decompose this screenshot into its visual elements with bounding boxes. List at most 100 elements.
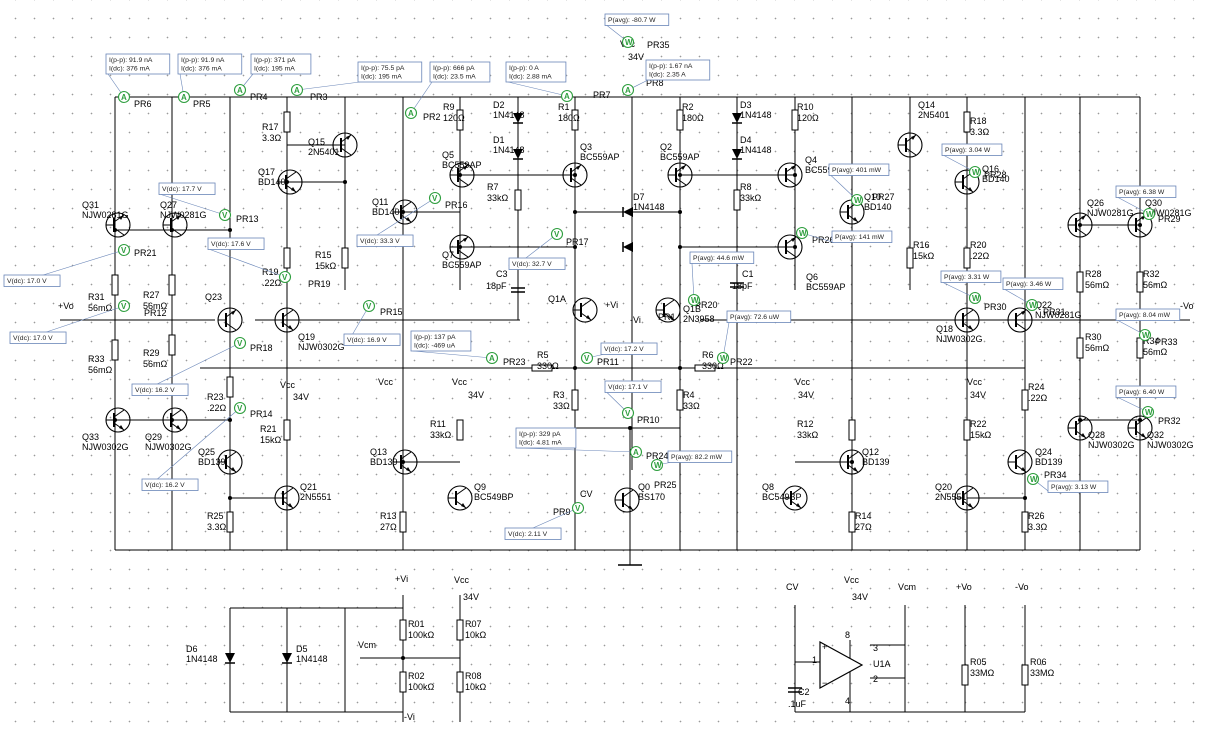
transistor-q31[interactable] [105,212,131,238]
transistor-q14[interactable] [897,132,923,158]
resistor-r32[interactable] [1136,271,1144,293]
resistor-r19[interactable] [283,247,291,269]
resistor-r13[interactable] [399,511,407,533]
resistor-r25[interactable] [226,511,234,533]
resistor-r22[interactable] [963,419,971,441]
probe-readout[interactable]: P(avg): 72.6 uWW [716,310,792,365]
resistor-r12[interactable] [848,419,856,441]
resistor-r02[interactable] [399,671,407,693]
probe-readout[interactable]: I(p-p): 75.5 pAI(dc): 195 mAA [290,61,423,97]
transistor-q29[interactable] [162,407,188,433]
resistor-r27[interactable] [168,274,176,296]
capacitor-c3[interactable] [511,287,525,293]
transistor-q5[interactable] [449,162,475,188]
transistor-q20[interactable] [954,485,980,511]
resistor-r16[interactable] [906,247,914,269]
resistor-r30[interactable] [1076,337,1084,359]
transistor-q27[interactable] [162,212,188,238]
transistor-q28[interactable] [1067,415,1093,441]
resistor-r33[interactable] [111,339,119,361]
transistor-q16[interactable] [954,169,980,195]
transistor-q7[interactable] [449,234,475,260]
resistor-r07[interactable] [456,619,464,641]
transistor-q9[interactable] [447,485,473,511]
resistor-r01[interactable] [399,619,407,641]
resistor-r08[interactable] [456,671,464,693]
diode-d6-mid[interactable] [622,242,633,252]
capacitor-c1[interactable] [730,282,744,288]
resistor-r31[interactable] [111,274,119,296]
transistor-q32[interactable] [1127,415,1153,441]
resistor-r18[interactable] [963,111,971,133]
probe-readout[interactable]: V(dc): 2.11 VV [504,501,585,540]
probe-readout[interactable]: V(dc): 17.0 VV [3,243,131,287]
transistor-q8[interactable] [782,485,808,511]
transistor-q3[interactable] [562,162,588,188]
transistor-q21[interactable] [274,485,300,511]
transistor-q13[interactable] [392,449,418,475]
transistor-q2[interactable] [667,162,693,188]
resistor-r20[interactable] [963,247,971,269]
probe-readout[interactable]: P(avg): 82.2 mWW [650,450,733,472]
resistor-r6[interactable] [694,364,716,372]
probe-readout[interactable]: V(dc): 17.0 VV [9,299,131,344]
transistor-q17[interactable] [277,169,303,195]
diode-d7[interactable] [622,207,633,217]
probe-readout[interactable]: P(avg): -80.7 WW [604,13,670,49]
probe-readout[interactable]: I(p-p): 329 pAI(dc): 4.81 mAA [515,427,643,459]
probe-readout[interactable]: I(p-p): 137 pAI(dc): -469 uAA [410,330,499,365]
transistor-q10[interactable] [839,199,865,225]
probe-readout[interactable]: V(dc): 33.3 VV [356,191,442,247]
probe-readout[interactable]: P(avg): 8.04 mWW [1115,308,1181,342]
probe-readout[interactable]: I(p-p): 371 pAI(dc): 195 mAA [233,53,312,97]
probe-readout[interactable]: P(avg): 141 mWW [795,226,893,243]
resistor-r23[interactable] [226,376,234,398]
resistor-r10[interactable] [791,109,799,131]
transistor-q18[interactable] [954,307,980,333]
probe-readout[interactable]: P(avg): 3.04 WW [941,143,1003,179]
probe-readout[interactable]: I(p-p): 91.9 nAI(dc): 376 mAA [177,53,243,104]
probe-readout[interactable]: P(avg): 6.38 WW [1115,185,1177,221]
resistor-r1[interactable] [571,109,579,131]
transistor-q15[interactable] [332,132,358,158]
transistor-q1b[interactable] [655,297,681,323]
transistor-q26[interactable] [1067,212,1093,238]
diode-d6[interactable] [225,653,235,664]
resistor-r05[interactable] [961,664,969,686]
transistor-q30[interactable] [1127,212,1153,238]
probe-readout[interactable]: V(dc): 16.2 VV [141,401,247,491]
probe-readout[interactable]: P(avg): 401 mWW [828,163,890,207]
probe-readout[interactable]: V(dc): 17.6 VV [207,237,292,284]
diode-d3[interactable] [732,113,742,124]
probe-readout[interactable]: P(avg): 3.46 WW [1002,277,1064,312]
probe-readout[interactable]: V(dc): 17.2 VV [580,342,658,365]
diode-d2[interactable] [513,113,523,124]
transistor-q11[interactable] [392,199,418,225]
resistor-r8[interactable] [733,189,741,211]
transistor-q23[interactable] [217,307,243,333]
resistor-r21[interactable] [283,419,291,441]
resistor-r5[interactable] [531,364,553,372]
resistor-r11[interactable] [456,419,464,441]
resistor-r9[interactable] [456,109,464,131]
resistor-r26[interactable] [1021,511,1029,533]
transistor-q0[interactable] [614,487,640,513]
resistor-r24[interactable] [1021,389,1029,411]
resistor-r17[interactable] [283,111,291,133]
probe-readout[interactable]: V(dc): 16.9 VV [343,299,401,346]
opamp-u1a[interactable]: +− [819,640,864,690]
diode-d4[interactable] [732,149,742,160]
resistor-r15[interactable] [341,247,349,269]
resistor-r2[interactable] [676,109,684,131]
resistor-r4[interactable] [676,389,684,411]
capacitor-c2[interactable] [788,687,802,693]
probe-readout[interactable]: P(avg): 3.31 WW [940,270,1002,305]
probe-readout[interactable]: I(p-p): 91.9 nAI(dc): 376 mAA [105,53,171,104]
diode-d1[interactable] [513,149,523,160]
probe-readout[interactable]: V(dc): 17.1 VV [604,380,662,420]
probe-readout[interactable]: P(avg): 6.40 WW [1115,385,1177,419]
probe-readout[interactable]: I(p-p): 1.67 nAI(dc): 2.35 AA [621,59,711,97]
probe-readout[interactable]: I(p-p): 666 pAI(dc): 23.5 mAA [404,61,491,120]
probe-readout[interactable]: V(dc): 32.7 VV [508,227,566,270]
